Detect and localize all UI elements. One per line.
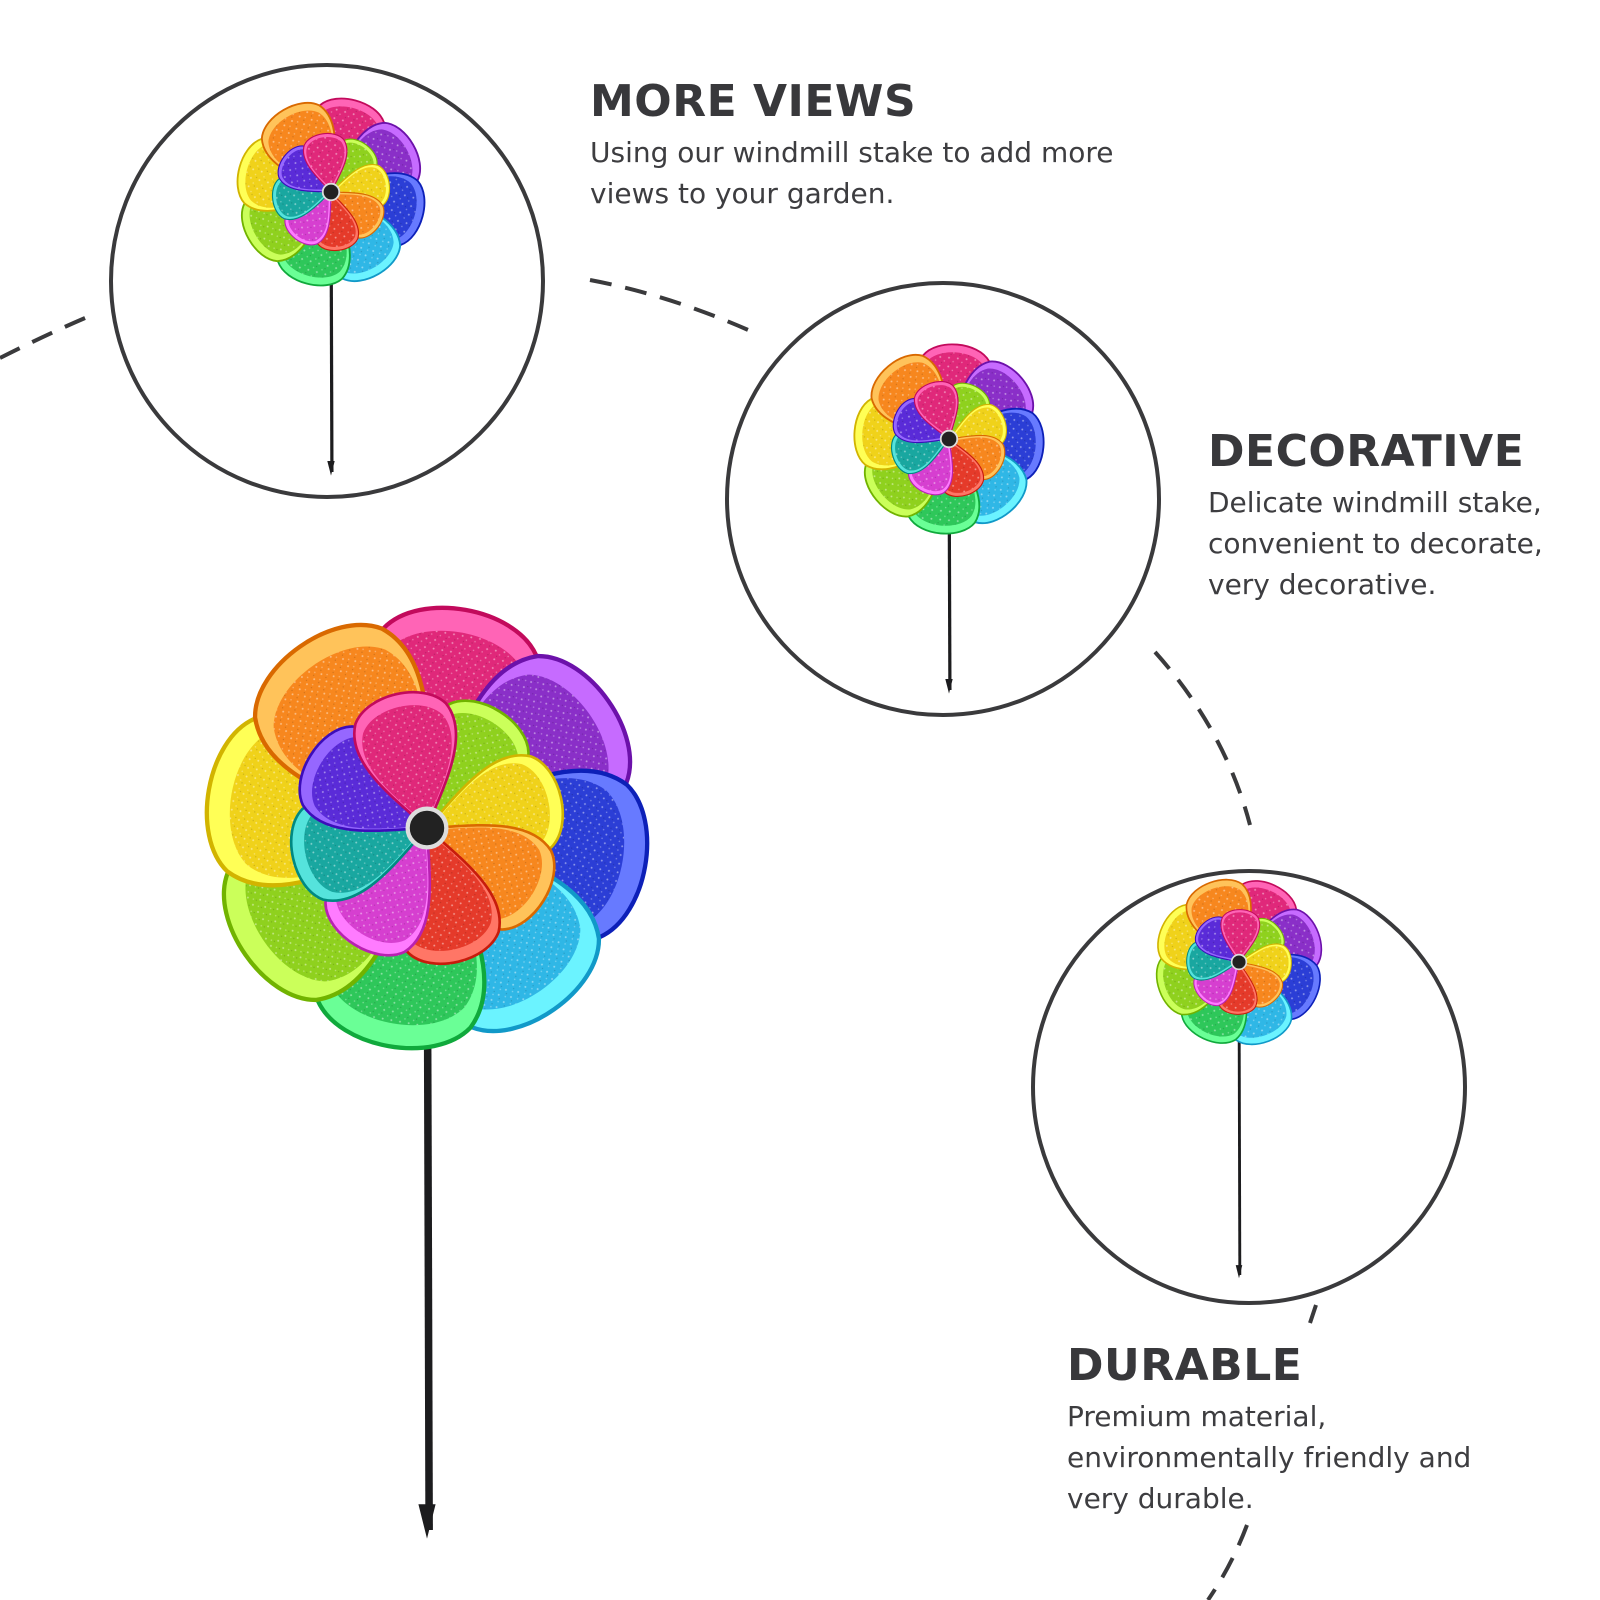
- view-circle-3: [1031, 869, 1467, 1305]
- windmill-stake-tip: [327, 460, 335, 476]
- windmill-inner-petals: [289, 690, 565, 966]
- windmill-inner-petals: [271, 132, 391, 252]
- feature-text-decorative: Delicate windmill stake, convenient to d…: [1208, 486, 1543, 602]
- windmill-hub: [405, 806, 449, 850]
- feature-text-durable: Premium material, environmentally friend…: [1067, 1400, 1472, 1516]
- connector-top: [589, 278, 756, 335]
- windmill-view-1: [236, 97, 426, 476]
- connector-bottom-short: [1308, 1304, 1318, 1324]
- connector-bottom: [1206, 1524, 1249, 1600]
- feature-title-more-views: MORE VIEWS: [590, 76, 917, 127]
- windmill-hub: [321, 182, 341, 202]
- view-circle-1: [109, 63, 545, 499]
- feature-text-more-views: Using our windmill stake to add more vie…: [590, 136, 1114, 211]
- windmill-hub: [939, 429, 959, 449]
- connector-left: [0, 313, 93, 360]
- windmill-inner-petals: [891, 381, 1007, 497]
- windmill-view-3: [1155, 878, 1323, 1279]
- feature-title-decorative: DECORATIVE: [1208, 426, 1525, 477]
- feature-durable: DURABLE Premium material, environmentall…: [1067, 1340, 1507, 1519]
- windmill-view-2: [853, 343, 1045, 694]
- windmill-stake-tip: [1235, 1265, 1243, 1279]
- connector-right: [1153, 650, 1252, 826]
- windmill-stake-tip: [418, 1504, 436, 1539]
- view-circle-2: [725, 281, 1161, 717]
- windmill-inner-petals: [1186, 909, 1292, 1015]
- feature-title-durable: DURABLE: [1067, 1340, 1303, 1391]
- windmill-hub: [1230, 953, 1248, 971]
- windmill-main: [204, 605, 650, 1539]
- feature-decorative: DECORATIVE Delicate windmill stake, conv…: [1208, 426, 1588, 605]
- feature-more-views: MORE VIEWS Using our windmill stake to a…: [590, 76, 1150, 214]
- windmill-stake-tip: [945, 678, 953, 694]
- dashed-connectors: [0, 278, 1318, 1600]
